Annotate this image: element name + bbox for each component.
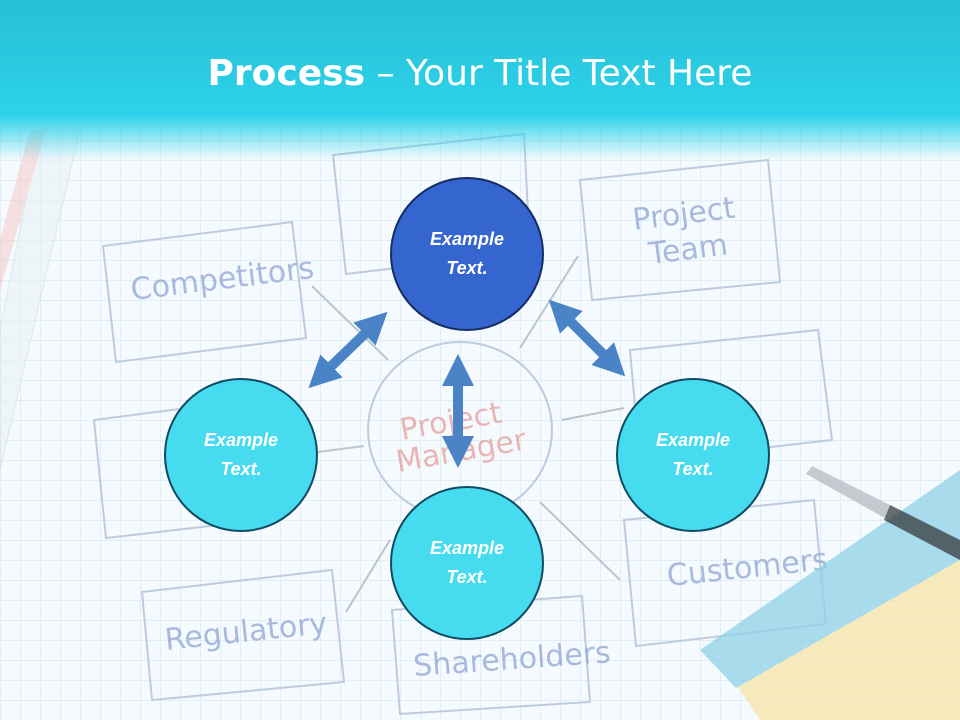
pen-illustration	[806, 466, 960, 560]
title-bold-part: Process	[207, 53, 366, 94]
process-node-right-label: Example Text.	[655, 430, 731, 479]
process-node-left[interactable]: Example Text.	[164, 378, 318, 532]
process-node-top[interactable]: Example Text.	[390, 177, 544, 331]
page-title: Process – Your Title Text Here	[0, 52, 960, 96]
process-node-right[interactable]: Example Text.	[616, 378, 770, 532]
process-node-bottom-label: Example Text.	[429, 538, 505, 587]
title-rest-part: – Your Title Text Here	[365, 53, 753, 94]
sketch-box-regulatory	[140, 568, 346, 702]
sketch-box-competitors	[101, 220, 308, 364]
title-banner	[0, 0, 960, 160]
process-node-top-label: Example Text.	[429, 229, 505, 278]
process-node-left-label: Example Text.	[203, 430, 279, 479]
sketch-box-project-team	[578, 158, 782, 302]
process-node-bottom[interactable]: Example Text.	[390, 486, 544, 640]
